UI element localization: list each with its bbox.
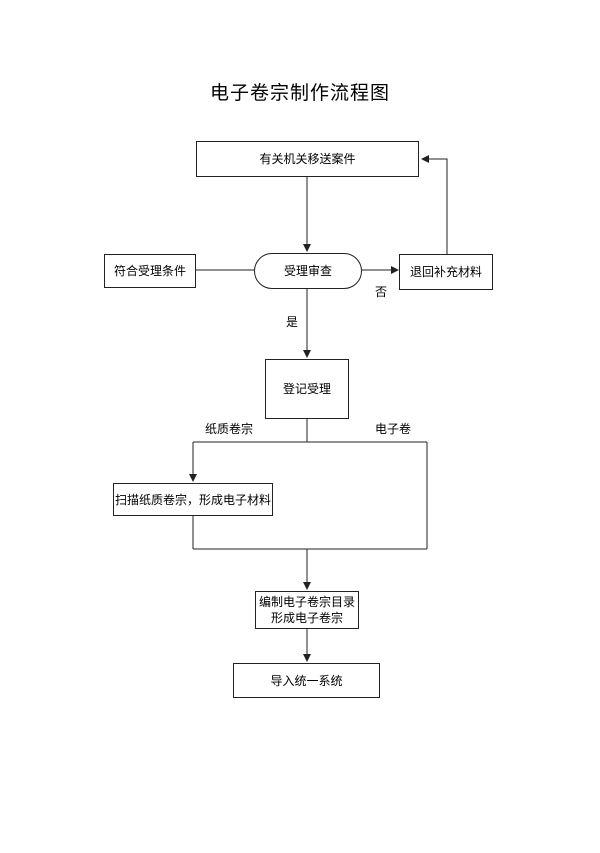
connector-return-transfer	[421, 155, 448, 254]
page-title: 电子卷宗制作流程图	[209, 82, 390, 104]
node-import-system: 导入统一系统	[233, 663, 380, 698]
node-compile-catalog: 编制电子卷宗目录 形成电子卷宗	[255, 591, 359, 629]
node-register: 登记受理	[265, 359, 349, 419]
node-meets-conditions: 符合受理条件	[104, 254, 196, 288]
label-no: 否	[375, 285, 388, 299]
label-yes: 是	[286, 315, 299, 329]
label-electronic-file: 电子卷	[375, 422, 412, 436]
node-scan-paper: 扫描纸质卷宗，形成电子材料	[113, 483, 273, 516]
node-case-transfer: 有关机关移送案件	[196, 141, 419, 177]
label-paper-file: 纸质卷宗	[205, 422, 254, 436]
node-acceptance-review: 受理审查	[254, 253, 362, 289]
node-return-materials: 退回补充材料	[399, 254, 493, 290]
